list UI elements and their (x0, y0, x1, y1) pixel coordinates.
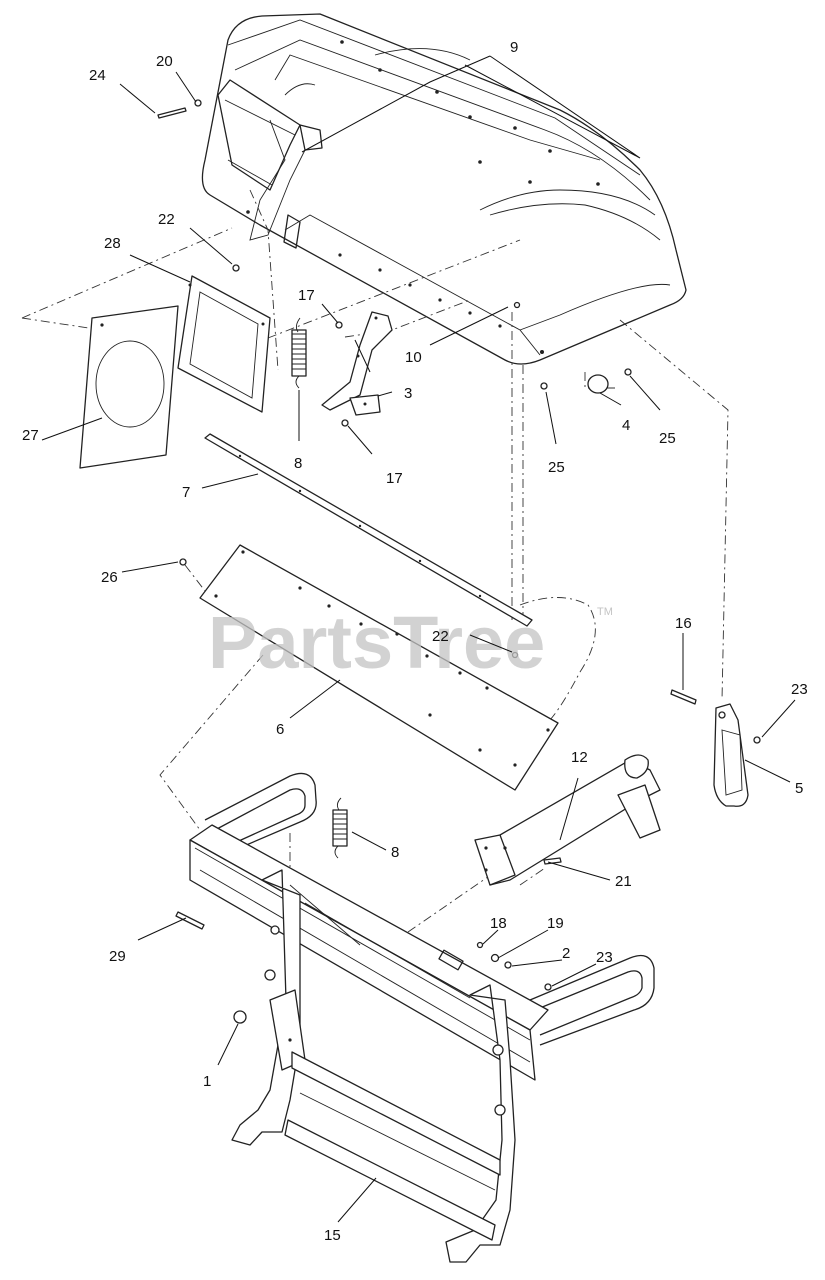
callout-7: 7 (182, 484, 190, 501)
callout-23-right: 23 (791, 681, 808, 698)
plate-27[interactable] (79, 305, 179, 469)
arm-12[interactable] (474, 754, 661, 886)
callout-23-lower: 23 (596, 949, 613, 966)
watermark-tm: TM (597, 606, 613, 618)
callout-10: 10 (405, 349, 422, 366)
latch-5[interactable] (713, 703, 749, 807)
spring-8-upper[interactable] (291, 317, 307, 389)
watermark-text: PartsTree (208, 601, 545, 684)
callout-29: 29 (109, 948, 126, 965)
callout-8-lower: 8 (391, 844, 399, 861)
callout-24: 24 (89, 67, 106, 84)
phantom-lines (21, 189, 729, 933)
spring-8-lower[interactable] (332, 797, 348, 859)
callout-12: 12 (571, 749, 588, 766)
leader-lines (41, 55, 796, 1223)
callout-25-right: 25 (659, 430, 676, 447)
callout-19: 19 (547, 915, 564, 932)
callout-28: 28 (104, 235, 121, 252)
frame-assembly[interactable] (189, 772, 655, 1263)
callout-2: 2 (562, 945, 570, 962)
callout-27: 27 (22, 427, 39, 444)
callout-16: 16 (675, 615, 692, 632)
callout-5: 5 (795, 780, 803, 797)
watermark: PartsTree TM (208, 601, 613, 684)
bracket-3[interactable] (321, 311, 393, 416)
callout-26: 26 (101, 569, 118, 586)
callout-22-mid: 22 (432, 628, 449, 645)
callout-labels: 24 20 9 22 28 17 10 3 27 8 17 25 4 25 7 … (22, 39, 808, 1244)
gasket-28[interactable] (177, 275, 271, 413)
callout-6: 6 (276, 721, 284, 738)
callout-8-upper: 8 (294, 455, 302, 472)
rod-29[interactable] (175, 911, 205, 930)
callout-15: 15 (324, 1227, 341, 1244)
callout-25-left: 25 (548, 459, 565, 476)
callout-9: 9 (510, 39, 518, 56)
callout-17-bottom: 17 (386, 470, 403, 487)
callout-4: 4 (622, 417, 630, 434)
hood-assembly[interactable] (201, 13, 687, 365)
callout-3: 3 (404, 385, 412, 402)
callout-22-top: 22 (158, 211, 175, 228)
callout-18: 18 (490, 915, 507, 932)
callout-20: 20 (156, 53, 173, 70)
callout-17-top: 17 (298, 287, 315, 304)
panel-6[interactable] (199, 544, 559, 791)
callout-21: 21 (615, 873, 632, 890)
strip-7[interactable] (204, 433, 533, 627)
callout-1: 1 (203, 1073, 211, 1090)
